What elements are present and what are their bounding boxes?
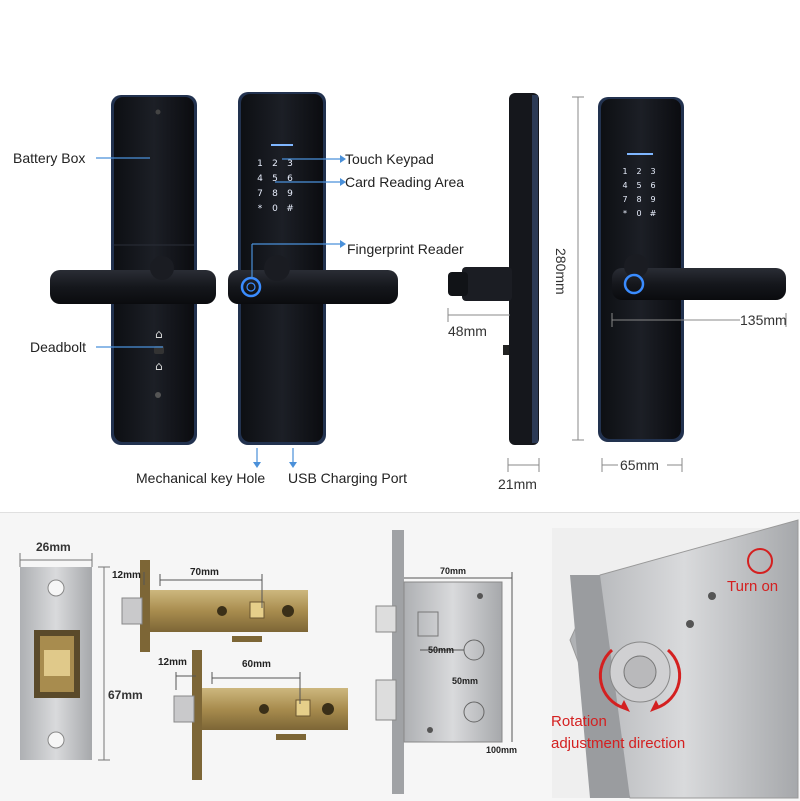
- keypad-key[interactable]: 9: [287, 189, 293, 199]
- keypad-key: #: [650, 209, 657, 218]
- strike-width-label: 26mm: [36, 540, 71, 554]
- latch1-front-label: 12mm: [112, 570, 141, 581]
- keypad-key: 9: [650, 195, 655, 204]
- keypad-key: 3: [650, 167, 655, 176]
- battery-box-label: Battery Box: [13, 150, 86, 166]
- turn-on-marker: [747, 548, 773, 574]
- touch-keypad-label: Touch Keypad: [345, 151, 434, 167]
- keypad-key[interactable]: 7: [257, 189, 263, 199]
- rotation-label-line1: Rotation: [551, 713, 607, 730]
- latch2-backset-label: 60mm: [242, 659, 271, 670]
- callout-lines: [96, 157, 342, 464]
- keypad-key[interactable]: 4: [257, 174, 263, 184]
- width-label: 65mm: [620, 457, 659, 473]
- keypad-key: 1: [622, 167, 627, 176]
- rotation-closeup: [552, 519, 799, 799]
- lock-back-view: ⌂ ⌂: [50, 95, 216, 445]
- lock-icon: ⌂: [155, 359, 163, 373]
- keypad-key[interactable]: 6: [287, 174, 293, 184]
- keypad-key: 8: [636, 195, 641, 204]
- fingerprint-icon: [623, 273, 645, 295]
- keypad-key: 0: [636, 209, 641, 218]
- keypad-key[interactable]: #: [286, 204, 294, 214]
- latch2-front-label: 12mm: [158, 657, 187, 668]
- turn-on-label: Turn on: [727, 578, 779, 595]
- keypad-key[interactable]: 8: [272, 189, 278, 199]
- keypad-key[interactable]: 3: [287, 159, 293, 169]
- strike-height-label: 67mm: [108, 688, 143, 702]
- keypad-key: 5: [636, 181, 641, 190]
- mortise-height-label: 100mm: [486, 745, 518, 755]
- fingerprint-reader-icon[interactable]: [240, 276, 262, 298]
- keypad-key[interactable]: 0: [272, 204, 278, 214]
- strike-dims: [19, 553, 110, 761]
- latch-70mm: [121, 560, 308, 652]
- latch-60mm: [173, 650, 348, 780]
- rotation-label-line2: adjustment direction: [551, 735, 686, 752]
- handle-length-label: 135mm: [740, 312, 787, 328]
- keypad-key: 2: [636, 167, 641, 176]
- keypad-key[interactable]: 1: [257, 159, 263, 169]
- deadbolt-label: Deadbolt: [30, 339, 87, 355]
- mortise-dims: [404, 572, 513, 742]
- handle-depth-label: 48mm: [448, 323, 487, 339]
- strike-plate: [20, 567, 92, 760]
- mortise-spacing1-label: 50mm: [428, 645, 455, 655]
- latch2-dims: [175, 672, 301, 704]
- keypad-key: 4: [622, 181, 627, 190]
- lock-side-view: [448, 93, 539, 445]
- keypad-key: 6: [650, 181, 655, 190]
- mechanical-key-hole-label: Mechanical key Hole: [136, 470, 266, 486]
- mortise-case: [375, 530, 503, 794]
- keypad-key: *: [623, 209, 627, 218]
- usb-charging-port-label: USB Charging Port: [288, 470, 408, 486]
- keypad-key: 7: [622, 195, 627, 204]
- fingerprint-reader-label: Fingerprint Reader: [347, 241, 464, 257]
- inside-handle: [50, 270, 216, 304]
- mortise-backset-label: 70mm: [440, 566, 467, 576]
- unlock-icon: ⌂: [155, 327, 163, 341]
- keypad-key[interactable]: *: [258, 204, 263, 214]
- dimension-lines: [447, 96, 787, 472]
- body-depth-label: 21mm: [498, 476, 537, 492]
- card-reading-area-label: Card Reading Area: [345, 174, 465, 190]
- keypad-key[interactable]: 5: [272, 174, 278, 184]
- keypad-key[interactable]: 2: [272, 159, 278, 169]
- latch1-backset-label: 70mm: [190, 567, 219, 578]
- latch1-dims: [143, 572, 263, 608]
- mortise-spacing2-label: 50mm: [452, 676, 479, 686]
